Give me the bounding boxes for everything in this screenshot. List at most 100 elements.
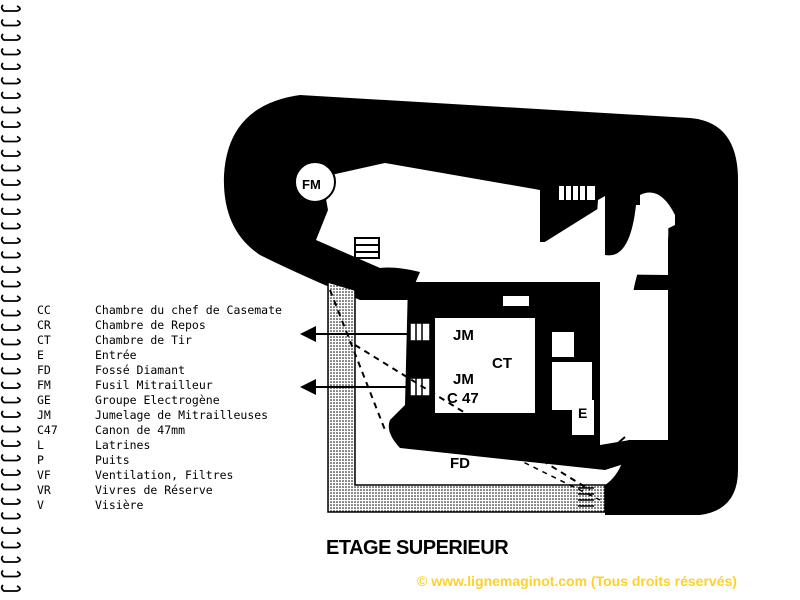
spiral-coil — [0, 236, 21, 244]
spiral-coil — [0, 192, 21, 201]
small-opening — [503, 296, 529, 306]
spiral-coil — [0, 207, 21, 215]
spiral-coil — [0, 584, 21, 592]
legend-label: Chambre de Tir — [95, 333, 192, 347]
legend-label: Chambre de Repos — [95, 318, 206, 332]
firing-line-mid — [354, 344, 591, 491]
spiral-coil — [0, 76, 21, 85]
legend-label: Chambre du chef de Casemate — [95, 303, 282, 317]
legend-row: L Latrines — [37, 438, 282, 453]
spiral-coil — [0, 62, 21, 70]
legend-code: CC — [37, 303, 51, 317]
plan-title: ETAGE SUPERIEUR — [326, 537, 509, 559]
legend-label: Groupe Electrogène — [95, 393, 220, 407]
ditch-band — [327, 280, 606, 513]
spiral-coil — [0, 569, 21, 578]
spiral-coil — [0, 366, 21, 375]
spiral-coil — [0, 555, 21, 563]
legend-code: CT — [37, 333, 51, 347]
spiral-coil — [0, 453, 21, 462]
firing-line-left — [329, 289, 386, 431]
legend-code: FD — [37, 363, 51, 377]
spiral-coil — [0, 540, 21, 549]
spiral-coil — [0, 526, 21, 534]
legend-row: CR Chambre de Repos — [37, 318, 282, 333]
label-e: E — [578, 405, 587, 421]
legend-label: Visière — [95, 498, 144, 512]
spiral-coil — [0, 381, 21, 389]
spiral-coil — [0, 120, 21, 128]
legend-label: Canon de 47mm — [95, 423, 186, 437]
spiral-coil — [0, 178, 21, 186]
legend-label: Fossé Diamant — [95, 363, 186, 377]
label-c47: C 47 — [447, 390, 479, 407]
legend-code: JM — [37, 408, 51, 422]
ct-room — [435, 318, 535, 413]
legend-code: C47 — [37, 423, 58, 437]
spiral-coil — [0, 337, 21, 346]
spiral-coil — [0, 4, 21, 12]
legend-row: FM Fusil Mitrailleur — [37, 378, 282, 393]
spiral-coil — [0, 323, 21, 331]
legend-label: Ventilation, Filtres — [95, 468, 234, 482]
spiral-coil — [0, 250, 21, 259]
entrance-room — [572, 400, 594, 435]
legend-label: Puits — [95, 453, 130, 467]
legend-code: V — [37, 498, 44, 512]
legend-code: GE — [37, 393, 51, 407]
spiral-coil — [0, 439, 21, 447]
legend-code: VR — [37, 483, 51, 497]
spiral-coil — [0, 294, 21, 302]
legend-row: CC Chambre du chef de Casemate — [37, 303, 282, 318]
spiral-coil — [0, 468, 21, 476]
legend-row: VF Ventilation, Filtres — [37, 468, 282, 483]
arrow-entry — [594, 436, 626, 464]
legend-row: FD Fossé Diamant — [37, 363, 282, 378]
right-corridor — [608, 290, 668, 440]
spiral-coil — [0, 482, 21, 491]
legend-row: P Puits — [37, 453, 282, 468]
legend-row: V Visière — [37, 498, 282, 513]
legend-row: CT Chambre de Tir — [37, 333, 282, 348]
legend-label: Latrines — [95, 438, 151, 452]
legend-row: GE Groupe Electrogène — [37, 393, 282, 408]
legend-row: C47 Canon de 47mm — [37, 423, 282, 438]
legend-row: VR Vivres de Réserve — [37, 483, 282, 498]
stairs-left — [354, 237, 380, 259]
arrow-fm — [390, 274, 409, 300]
legend-code: VF — [37, 468, 51, 482]
fm-embrasure — [294, 161, 336, 203]
label-fd: FD — [450, 455, 470, 472]
label-jm-top: JM — [453, 327, 474, 344]
label-fm: FM — [302, 177, 321, 192]
spiral-coil — [0, 47, 21, 56]
casemate-room — [316, 163, 669, 275]
copyright-text: © www.lignemaginot.com (Tous droits rése… — [417, 573, 737, 589]
spiral-coil — [0, 279, 21, 288]
spiral-coil — [0, 105, 21, 114]
spiral-coil — [0, 395, 21, 404]
legend-code: E — [37, 348, 44, 362]
spiral-coil — [0, 149, 21, 157]
legend-label: Jumelage de Mitrailleuses — [95, 408, 269, 422]
spiral-coil — [0, 308, 21, 317]
spiral-binding — [0, 4, 21, 592]
right-room-upper — [552, 332, 574, 357]
legend-code: CR — [37, 318, 51, 332]
legend-code: FM — [37, 378, 51, 392]
label-ct: CT — [492, 355, 512, 372]
spiral-coil — [0, 511, 21, 520]
jm-embrasure-top — [409, 322, 431, 342]
spiral-coil — [0, 91, 21, 99]
spiral-coil — [0, 410, 21, 418]
legend-label: Entrée — [95, 348, 137, 362]
spiral-coil — [0, 497, 21, 505]
legend-code: L — [37, 438, 44, 452]
legend-label: Vivres de Réserve — [95, 483, 213, 497]
legend-code: P — [37, 453, 44, 467]
spiral-coil — [0, 134, 21, 143]
spiral-coil — [0, 33, 21, 41]
legend-label: Fusil Mitrailleur — [95, 378, 213, 392]
